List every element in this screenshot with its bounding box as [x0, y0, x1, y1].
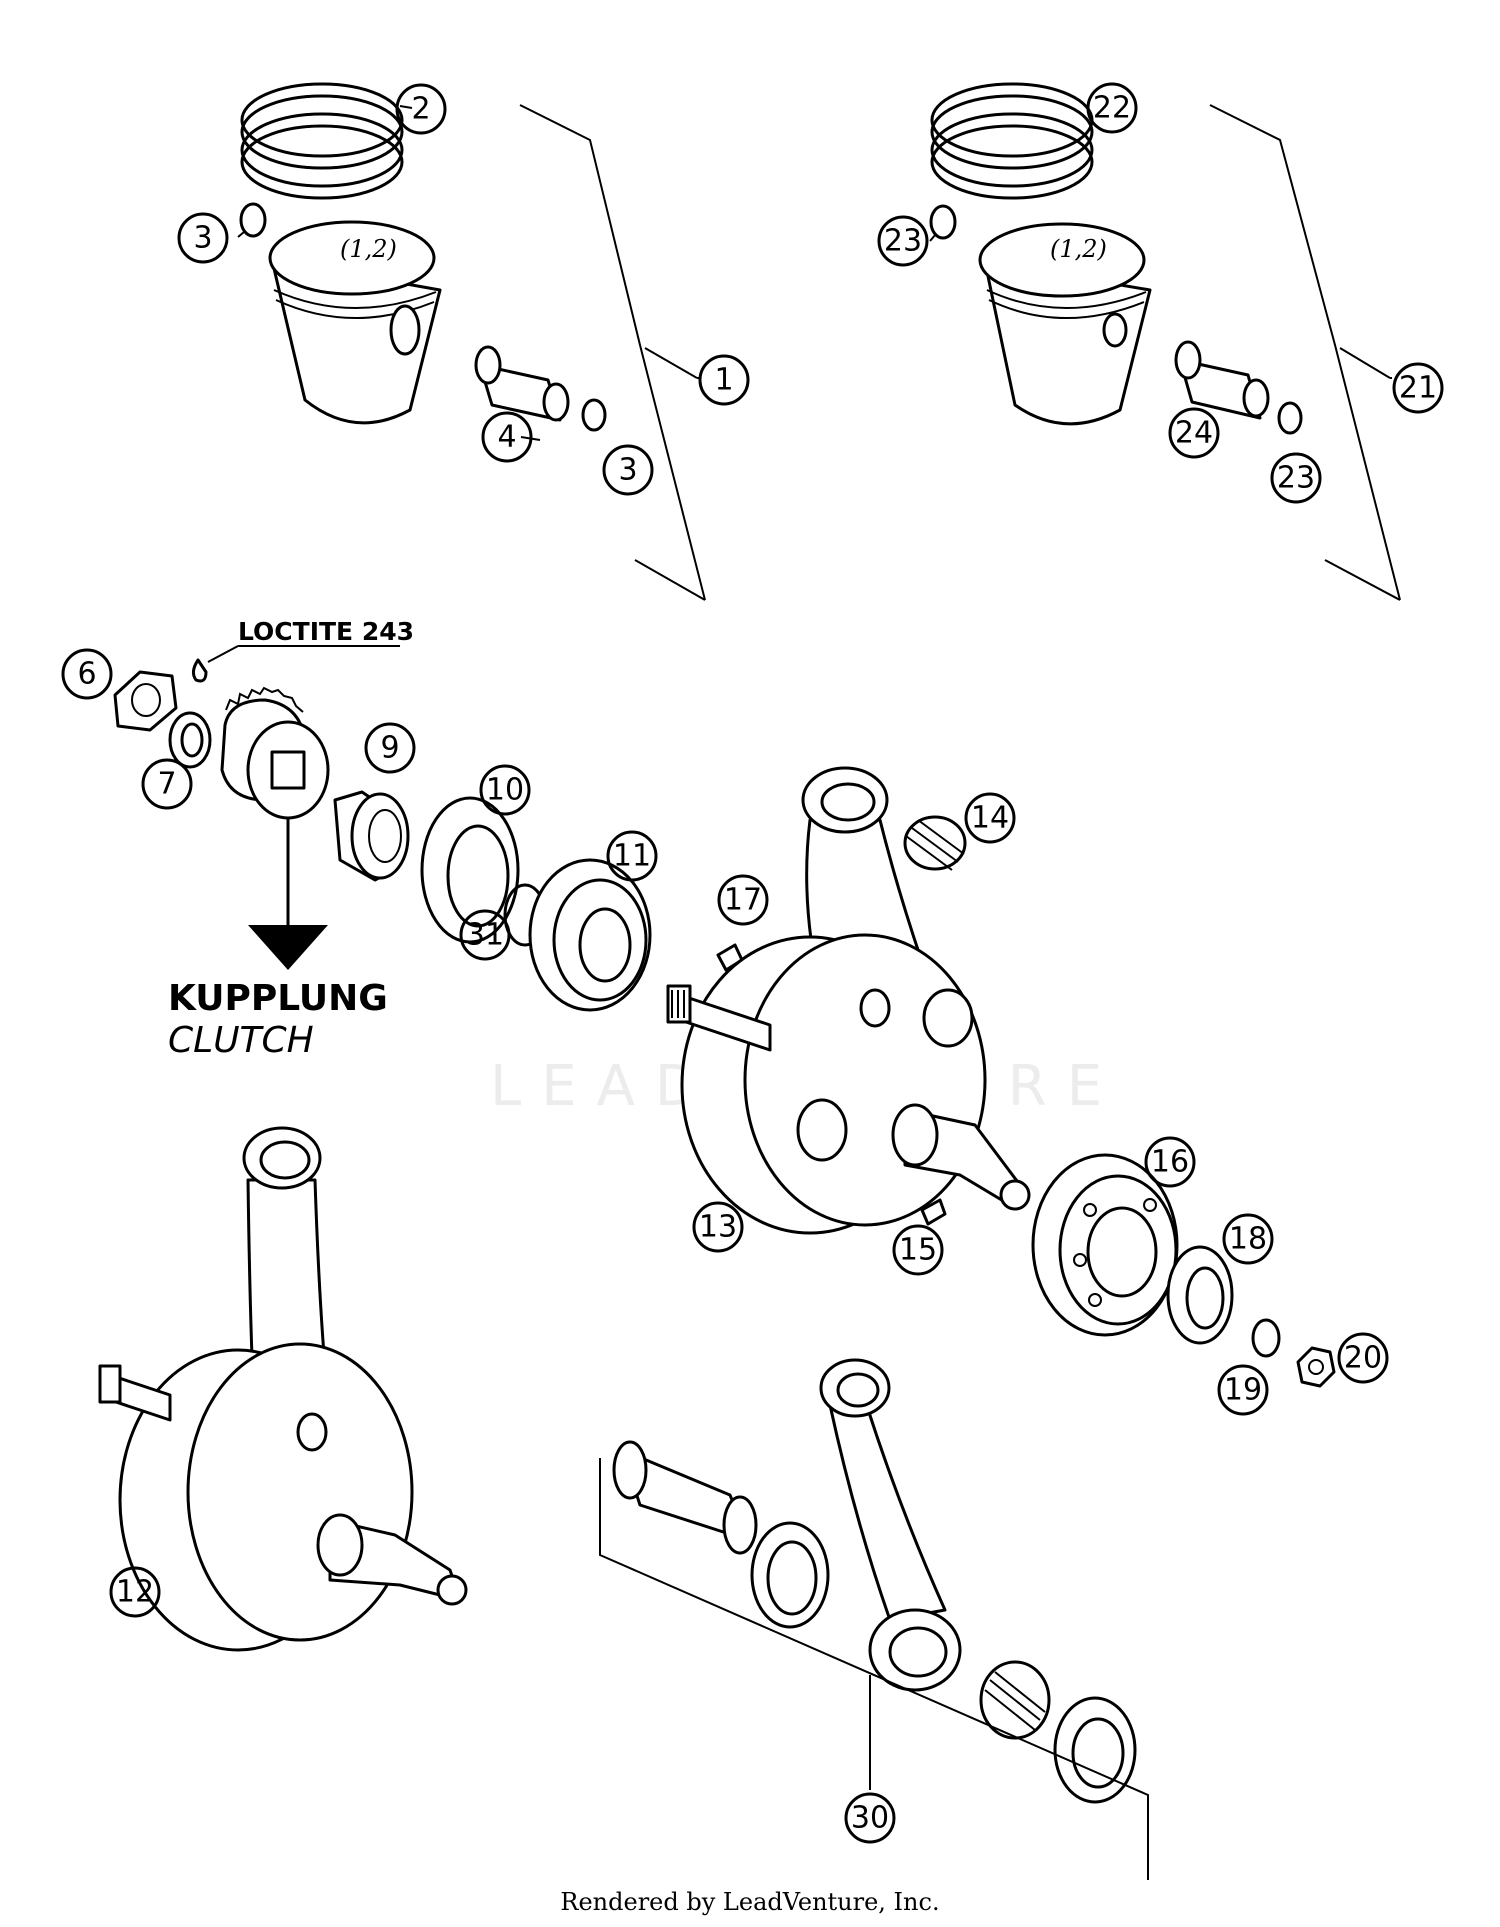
callout-23-left: 23 [877, 215, 929, 267]
callout-4: 4 [481, 411, 533, 463]
svg-text:31: 31 [466, 918, 504, 953]
callout-20: 20 [1337, 1332, 1389, 1384]
connecting-rod-kit [599, 1358, 1149, 1880]
svg-text:10: 10 [486, 773, 524, 808]
svg-text:19: 19 [1224, 1373, 1262, 1408]
callout-18: 18 [1222, 1213, 1274, 1265]
piston-assembly-b: (1,2) [929, 82, 1401, 601]
callout-13: 13 [692, 1201, 744, 1253]
svg-text:18: 18 [1229, 1222, 1267, 1257]
svg-text:9: 9 [380, 731, 399, 766]
svg-text:16: 16 [1151, 1145, 1189, 1180]
callout-23-right: 23 [1270, 452, 1322, 504]
svg-text:1: 1 [714, 363, 733, 398]
callout-12: 12 [109, 1566, 161, 1618]
callout-10: 10 [479, 764, 531, 816]
needle-bearing-top [903, 815, 967, 871]
right-side-parts [1031, 1153, 1336, 1388]
svg-text:23: 23 [1277, 461, 1315, 496]
svg-text:22: 22 [1093, 91, 1131, 126]
callout-19: 19 [1217, 1364, 1269, 1416]
footer-credit: Rendered by LeadVenture, Inc. [560, 1888, 939, 1916]
svg-text:7: 7 [157, 767, 176, 802]
svg-text:23: 23 [884, 224, 922, 259]
callout-9: 9 [364, 722, 416, 774]
piston-mark-b: (1,2) [1050, 235, 1107, 263]
callout-3-left: 3 [177, 212, 229, 264]
svg-text:11: 11 [613, 839, 651, 874]
piston-mark-a: (1,2) [340, 235, 397, 263]
clutch-label-en: CLUTCH [168, 1020, 314, 1061]
crankshaft-alt [98, 1126, 468, 1652]
callout-17: 17 [717, 874, 769, 926]
svg-text:13: 13 [699, 1210, 737, 1245]
callout-2: 2 [395, 83, 447, 135]
callout-31: 31 [459, 909, 511, 961]
svg-text:21: 21 [1399, 371, 1437, 406]
callout-7: 7 [141, 758, 193, 810]
svg-text:24: 24 [1175, 416, 1213, 451]
callouts: 1 2 3 3 4 6 7 9 10 11 12 13 14 15 16 17 … [61, 82, 1444, 1844]
svg-text:3: 3 [193, 221, 212, 256]
svg-text:3: 3 [618, 453, 637, 488]
svg-text:15: 15 [899, 1233, 937, 1268]
svg-text:20: 20 [1344, 1341, 1382, 1376]
callout-15: 15 [892, 1224, 944, 1276]
crankshaft-main [666, 766, 1031, 1235]
piston-assembly-a: (1,2) [239, 82, 706, 601]
svg-text:4: 4 [497, 420, 516, 455]
callout-21: 21 [1392, 362, 1444, 414]
clutch-side-parts: LOCTITE 243 KUPPLUNG CLUTCH [113, 617, 744, 1061]
callout-1: 1 [698, 354, 750, 406]
clutch-label-de: KUPPLUNG [168, 978, 388, 1019]
svg-text:2: 2 [411, 92, 430, 127]
callout-14: 14 [964, 792, 1016, 844]
callout-24: 24 [1168, 407, 1220, 459]
callout-30: 30 [844, 1792, 896, 1844]
callout-11: 11 [606, 830, 658, 882]
svg-text:17: 17 [724, 883, 762, 918]
svg-text:30: 30 [851, 1801, 889, 1836]
callout-16: 16 [1144, 1136, 1196, 1188]
loctite-label: LOCTITE 243 [238, 617, 414, 646]
clutch-arrow [248, 925, 328, 970]
svg-text:12: 12 [116, 1575, 154, 1610]
callout-22: 22 [1086, 82, 1138, 134]
callout-3-right: 3 [602, 444, 654, 496]
callout-6: 6 [61, 648, 113, 700]
svg-text:14: 14 [971, 801, 1009, 836]
svg-text:6: 6 [77, 657, 96, 692]
